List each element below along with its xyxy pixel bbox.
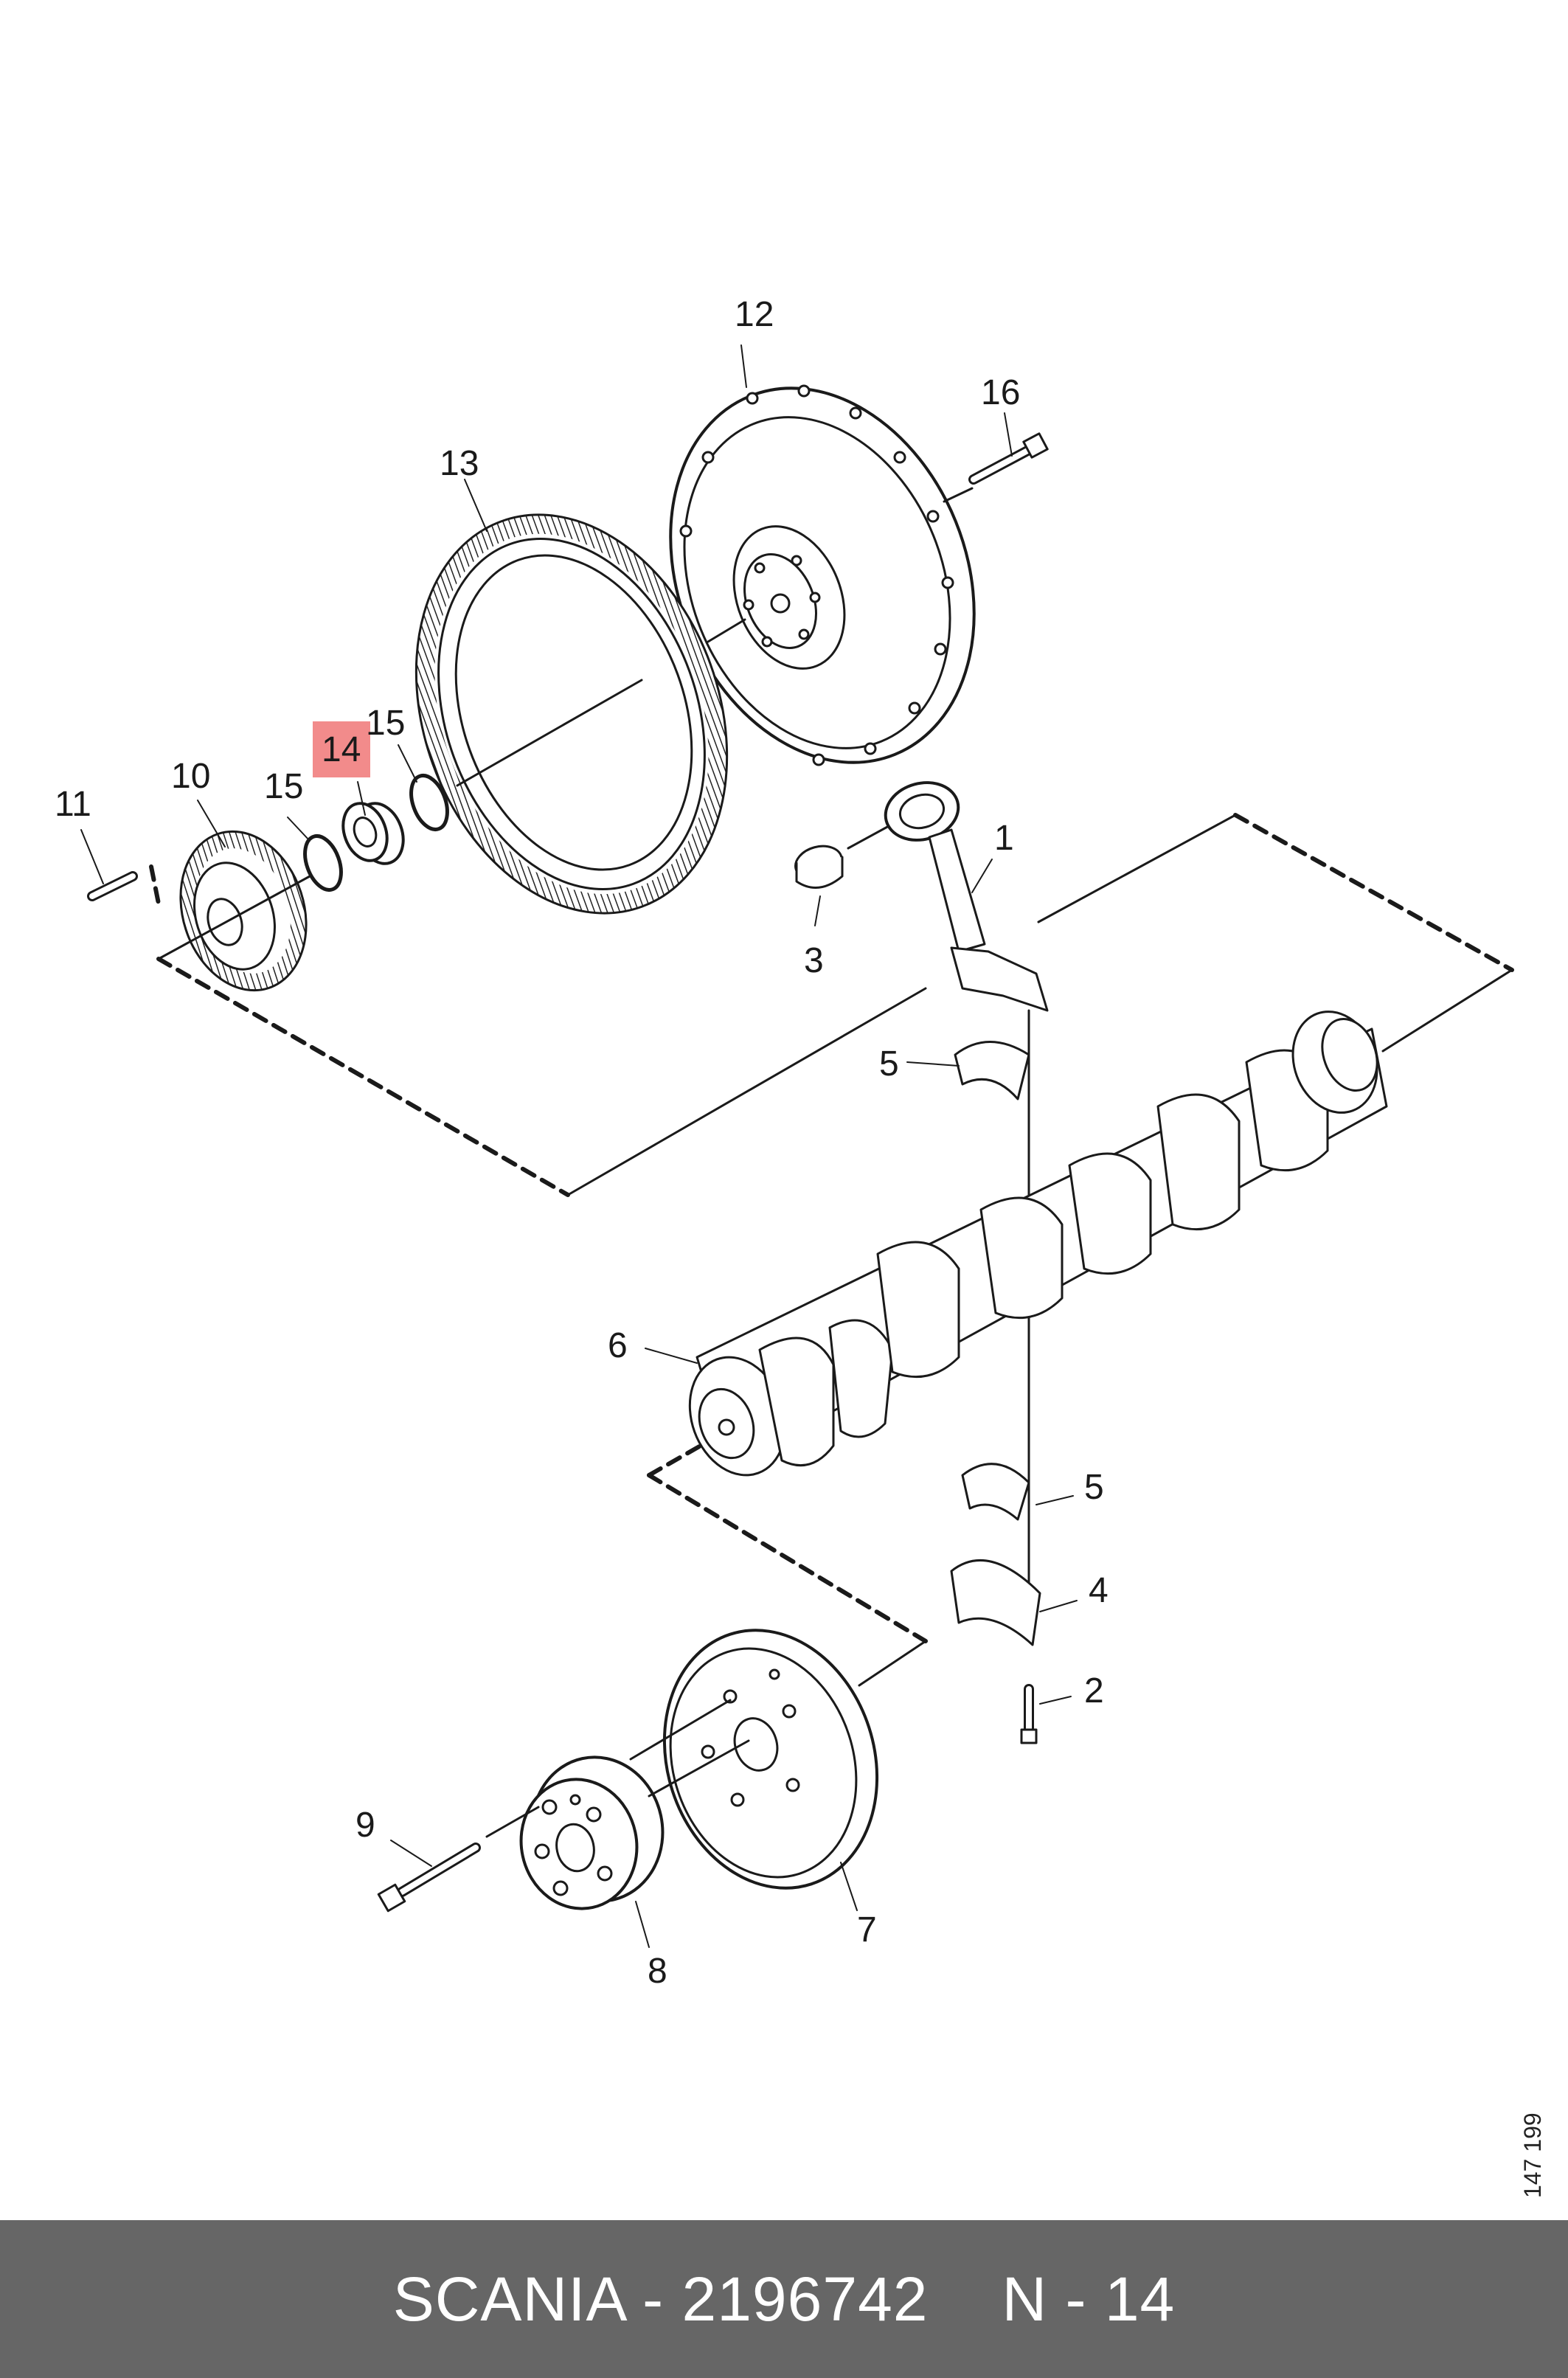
callout-14-highlight xyxy=(313,721,370,777)
circlip-part-15-upper xyxy=(409,774,449,831)
bolt-part-16 xyxy=(943,432,1049,503)
callout-15-lower: 15 xyxy=(264,767,303,806)
callout-8: 8 xyxy=(648,1952,667,1991)
leader-lines xyxy=(80,344,1078,1948)
callout-2: 2 xyxy=(1084,1671,1104,1710)
callout-7: 7 xyxy=(857,1910,877,1949)
idler-gear-part-10 xyxy=(179,830,308,992)
reference-number: 147 199 xyxy=(1519,2112,1546,2198)
connecting-rod-part-1 xyxy=(884,781,1049,1012)
callout-5-lower: 5 xyxy=(1084,1468,1104,1507)
bearing-shell-part-5-upper xyxy=(954,1041,1030,1100)
damper-part-7 xyxy=(662,1629,879,1890)
callout-4: 4 xyxy=(1089,1571,1109,1610)
bearing-cap-part-4 xyxy=(950,1559,1041,1646)
callout-labels: 12 16 13 14 15 15 10 11 1 3 5 6 5 4 2 9 … xyxy=(55,295,1109,1991)
callout-1: 1 xyxy=(994,819,1014,858)
callout-12: 12 xyxy=(735,295,774,334)
circlip-part-15-lower xyxy=(303,834,343,892)
callout-5-upper: 5 xyxy=(879,1044,899,1084)
assembly-dashed-line-upper xyxy=(149,813,1514,1197)
flywheel-part-12 xyxy=(669,384,976,766)
pulley-hub-part-8 xyxy=(519,1755,665,1910)
bolt-part-9 xyxy=(377,1843,481,1913)
footer-position-text: N - 14 xyxy=(1002,2264,1176,2334)
crankshaft-part-6 xyxy=(688,1011,1388,1477)
callout-11: 11 xyxy=(55,785,91,824)
exploded-parts-diagram: 12 16 13 14 15 15 10 11 1 3 5 6 5 4 2 9 … xyxy=(55,295,1514,1991)
pin-part-11 xyxy=(87,871,138,901)
bushing-part-3 xyxy=(794,845,844,889)
bearing-part-14 xyxy=(341,802,405,865)
callout-15-upper: 15 xyxy=(366,704,405,743)
bolt-part-2 xyxy=(1020,1684,1038,1744)
callout-16: 16 xyxy=(981,373,1020,412)
reference-number-container: 147 199 xyxy=(1519,2110,1549,2198)
bearing-shell-part-5-lower xyxy=(961,1463,1030,1521)
callout-3: 3 xyxy=(804,941,824,980)
callout-6: 6 xyxy=(608,1326,628,1365)
footer-part-text: SCANIA - 2196742 xyxy=(392,2264,929,2334)
callout-9: 9 xyxy=(355,1806,375,1845)
footer-bar: SCANIA - 2196742 N - 14 xyxy=(0,2220,1568,2378)
callout-10: 10 xyxy=(171,757,210,796)
callout-13: 13 xyxy=(440,444,479,483)
ring-gear-part-13 xyxy=(414,513,729,915)
assembly-dashed-line-lower xyxy=(647,1443,928,1643)
callout-14: 14 xyxy=(322,730,361,769)
